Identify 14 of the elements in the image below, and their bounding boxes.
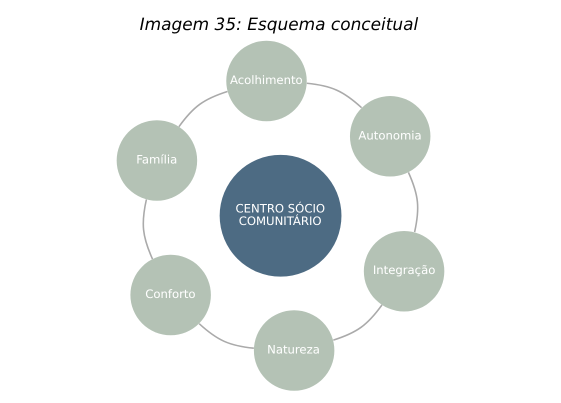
node-circle: CENTRO SÓCIO COMUNITÁRIO — [220, 154, 342, 276]
connector — [142, 198, 154, 259]
node-circle: Integração — [364, 230, 444, 311]
connector — [333, 304, 383, 340]
node-circle: Conforto — [130, 254, 211, 335]
connector — [198, 322, 254, 348]
diagram-title: Imagem 35: Esquema conceitual — [140, 13, 418, 34]
connector — [306, 82, 362, 108]
node-circle: Acolhimento — [226, 40, 307, 121]
node-circle: Família — [116, 120, 198, 200]
node-circle: Autonomia — [350, 96, 430, 176]
connector — [178, 90, 228, 127]
connector — [408, 172, 418, 232]
node-circle: Natureza — [254, 310, 334, 390]
